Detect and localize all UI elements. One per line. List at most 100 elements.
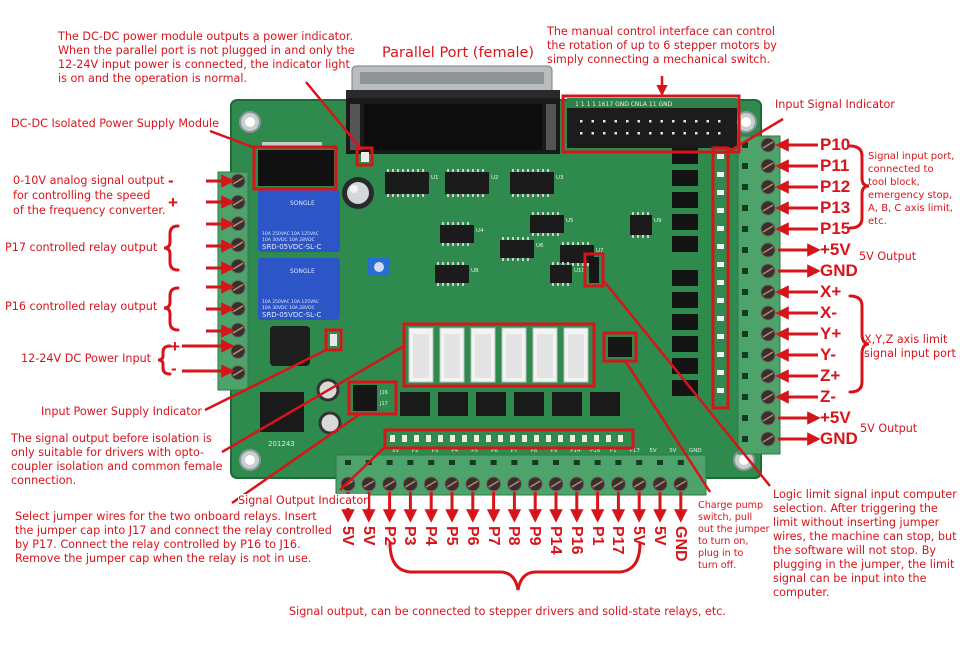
right-pin-label: P15 xyxy=(820,219,851,238)
header-pin xyxy=(580,132,583,135)
right-pin-label: P11 xyxy=(820,156,850,175)
header-pin xyxy=(695,132,698,135)
silkscreen-label: P1 xyxy=(610,448,617,454)
optocoupler xyxy=(672,236,698,252)
relay-brand-label: SONGLE xyxy=(290,268,315,275)
note-line: for controlling the speed xyxy=(13,189,151,202)
charge-pump-note: Charge pump switch, pull out the jumper … xyxy=(698,500,770,572)
optocoupler xyxy=(672,270,698,286)
jst-connectors xyxy=(408,327,589,383)
analog-output-note: 0-10V analog signal output for controlli… xyxy=(13,173,166,218)
power-minus-sign: - xyxy=(171,359,177,378)
header-pin xyxy=(580,120,583,123)
optocoupler xyxy=(552,392,582,416)
optocoupler xyxy=(590,392,620,416)
silkscreen-label: P2 xyxy=(412,448,419,454)
ic-chip xyxy=(630,215,652,235)
note-line: plugging in the jumper, the limit xyxy=(773,558,955,571)
highlight-dcdc-led xyxy=(355,146,374,167)
mounting-hole xyxy=(239,111,261,133)
led xyxy=(717,388,724,393)
signal-output-leds xyxy=(390,435,623,442)
ic-designator: U6 xyxy=(536,243,544,249)
ic-designator: U8 xyxy=(471,268,479,274)
logic-limit-note: Logic limit signal input computer select… xyxy=(773,488,957,600)
relay-rating: 10A 250VAC 10A 125VAC xyxy=(262,299,319,305)
jumper-select-note: Select jumper wires for the two onboard … xyxy=(15,510,332,566)
analog-minus-sign: - xyxy=(168,171,174,190)
ic-designator: U4 xyxy=(476,228,484,234)
signal-input-note: Signal input port, connected to tool blo… xyxy=(868,150,954,228)
led xyxy=(717,190,724,195)
leader-logic-limit xyxy=(602,279,771,487)
ic-designator: U7 xyxy=(596,248,604,254)
note-line: X,Y,Z axis limit xyxy=(864,333,948,346)
board-id-silkscreen: 201243 xyxy=(268,440,295,448)
leader-dcdc-module xyxy=(209,129,256,150)
note-line: When the parallel port is not plugged in… xyxy=(58,44,355,57)
note-line: signal can be input into the xyxy=(773,572,927,585)
charge-pump-jumper xyxy=(608,337,632,357)
optocoupler xyxy=(672,336,698,352)
note-line: connection. xyxy=(11,474,77,487)
header-pin xyxy=(626,132,629,135)
header-pin xyxy=(649,120,652,123)
header-pin xyxy=(683,120,686,123)
note-line: to turn on, xyxy=(698,536,749,547)
brace-p17 xyxy=(163,224,180,272)
note-line: 12-24V input power is connected, the ind… xyxy=(58,58,350,71)
note-line: coupler isolation and common female xyxy=(11,460,223,473)
header-pin xyxy=(614,132,617,135)
dc-power-input-label: 12-24V DC Power Input xyxy=(21,352,152,365)
mounting-hole xyxy=(733,449,755,471)
manual-control-header: 1 1 1 1 1617 GND CNLA 11 GND xyxy=(567,98,737,148)
right-terminal-block xyxy=(737,135,781,455)
jumper-label: J17 xyxy=(379,401,388,407)
brace-axis-limit xyxy=(848,294,870,394)
leader-charge-pump xyxy=(624,361,712,493)
leader-dcdc-indicator xyxy=(305,81,363,151)
led xyxy=(717,244,724,249)
right-pin-label: X+ xyxy=(820,282,842,301)
bottom-pin-label: 5V xyxy=(651,526,668,546)
dcdc-indicator-note: The DC-DC power module outputs a power i… xyxy=(58,30,355,86)
note-line: limit without inserting jumper xyxy=(773,516,940,529)
note-line: etc. xyxy=(868,216,887,227)
silkscreen-label: P17 xyxy=(630,448,641,454)
note-line: 0-10V analog signal output xyxy=(13,174,165,187)
header-pin xyxy=(695,120,698,123)
led xyxy=(618,435,623,442)
ic-designator: U1 xyxy=(431,175,439,181)
leader-jumper-select xyxy=(231,412,361,505)
note-line: switch, pull xyxy=(698,512,753,523)
note-line: Select jumper wires for the two onboard … xyxy=(15,510,317,523)
right-pin-label: P10 xyxy=(820,135,851,154)
optocoupler xyxy=(672,380,698,396)
highlight-output-leds xyxy=(383,428,635,450)
note-line: connected to xyxy=(868,164,934,175)
header-pin xyxy=(672,132,675,135)
p17-relay-label: P17 controlled relay output xyxy=(5,241,158,254)
silkscreen-label: 5V xyxy=(669,448,676,454)
bottom-pin-label: 5V xyxy=(359,526,377,546)
bottom-pin-label: P9 xyxy=(526,526,544,546)
relay-rating: 10A 30VDC 10A 28VDC xyxy=(262,237,315,243)
note-line: emergency stop, xyxy=(868,190,953,201)
silkscreen-label: P5 xyxy=(471,448,478,454)
led xyxy=(390,435,395,442)
optocoupler xyxy=(672,214,698,230)
header-silkscreen: 1 1 1 1 1617 GND CNLA 11 GND xyxy=(575,101,673,108)
right-pin-label: P12 xyxy=(820,177,851,196)
header-pin xyxy=(706,120,709,123)
five-v-output-label-2: 5V Output xyxy=(860,422,918,435)
header-pin xyxy=(614,120,617,123)
analog-plus-sign: + xyxy=(168,193,178,212)
highlight-logic-jumper xyxy=(583,252,605,288)
highlight-manual-header xyxy=(561,94,741,154)
silkscreen-label: 5V xyxy=(392,448,399,454)
optocoupler xyxy=(476,392,506,416)
led xyxy=(717,298,724,303)
relay-rating: 10A 250VAC 10A 125VAC xyxy=(262,231,319,237)
relay-p16: SONGLE 10A 250VAC 10A 125VAC 10A 30VDC 1… xyxy=(258,258,340,320)
